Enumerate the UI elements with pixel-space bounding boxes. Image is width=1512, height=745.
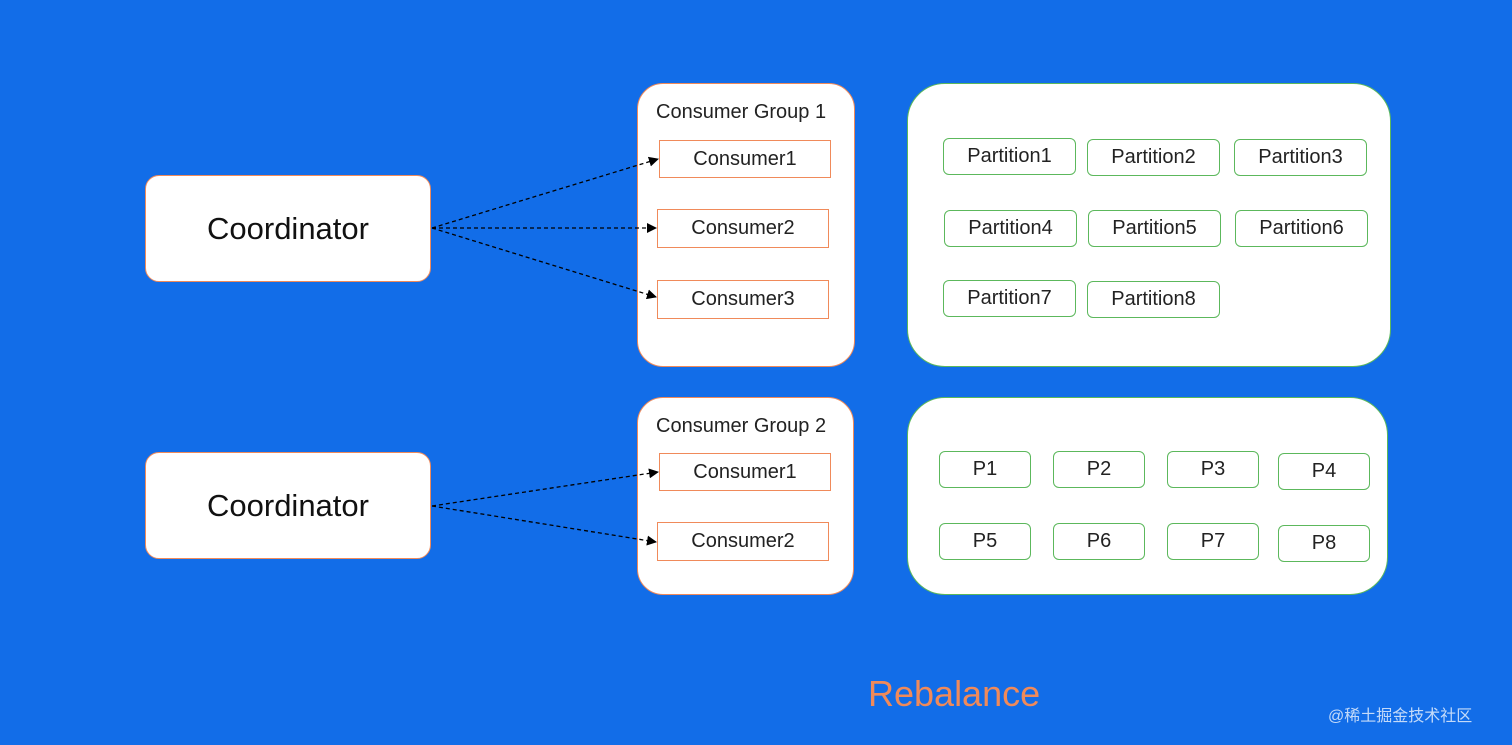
partition-7: Partition7 <box>943 280 1076 317</box>
coordinator-1: Coordinator <box>145 175 431 282</box>
p8: P8 <box>1278 525 1370 562</box>
p7-label: P7 <box>1200 530 1226 552</box>
p1: P1 <box>939 451 1031 488</box>
p4-label: P4 <box>1311 460 1337 482</box>
arrow-coord1-consumer1 <box>431 156 659 229</box>
partition-3-label: Partition3 <box>1258 146 1343 168</box>
p3: P3 <box>1167 451 1259 488</box>
consumer-group-2-title: Consumer Group 2 <box>656 415 827 437</box>
partition-1: Partition1 <box>943 138 1076 175</box>
partition-3: Partition3 <box>1234 139 1367 176</box>
coordinator-2-label: Coordinator <box>207 487 369 523</box>
partition-5-label: Partition5 <box>1112 217 1197 239</box>
partition-1-label: Partition1 <box>967 145 1052 167</box>
group-2-consumer-1: Consumer1 <box>659 453 831 491</box>
p2: P2 <box>1053 451 1145 488</box>
partition-box-2 <box>907 397 1388 595</box>
partition-6: Partition6 <box>1235 210 1368 247</box>
partition-5: Partition5 <box>1088 210 1221 247</box>
arrow-coord2-consumer2 <box>431 505 657 546</box>
group-1-consumer-3: Consumer3 <box>657 280 829 319</box>
partition-8-label: Partition8 <box>1111 288 1196 310</box>
partition-8: Partition8 <box>1087 281 1220 318</box>
p7: P7 <box>1167 523 1259 560</box>
p6: P6 <box>1053 523 1145 560</box>
arrow-coord2-consumer1 <box>431 468 659 507</box>
coordinator-1-label: Coordinator <box>207 210 369 246</box>
partition-4: Partition4 <box>944 210 1077 247</box>
watermark: @稀土掘金技术社区 <box>1328 708 1473 725</box>
group-2-consumer-1-label: Consumer1 <box>693 460 797 483</box>
p8-label: P8 <box>1311 532 1337 554</box>
arrow-coord1-consumer3 <box>431 227 657 300</box>
partition-6-label: Partition6 <box>1259 217 1344 239</box>
partition-4-label: Partition4 <box>968 217 1053 239</box>
p5-label: P5 <box>972 530 998 552</box>
group-1-consumer-2: Consumer2 <box>657 209 829 248</box>
group-1-consumer-1-label: Consumer1 <box>693 147 797 170</box>
coordinator-2: Coordinator <box>145 452 431 559</box>
partition-2: Partition2 <box>1087 139 1220 176</box>
p1-label: P1 <box>972 458 998 480</box>
group-2-consumer-2-label: Consumer2 <box>691 530 795 552</box>
p4: P4 <box>1278 453 1370 490</box>
p5: P5 <box>939 523 1031 560</box>
p6-label: P6 <box>1086 530 1112 552</box>
p3-label: P3 <box>1200 458 1226 480</box>
group-2-consumer-2: Consumer2 <box>657 522 829 561</box>
partition-7-label: Partition7 <box>967 287 1052 309</box>
consumer-group-2 <box>637 397 854 595</box>
group-1-consumer-2-label: Consumer2 <box>691 217 795 239</box>
rebalance-caption: Rebalance <box>868 673 1041 714</box>
group-1-consumer-1: Consumer1 <box>659 140 831 178</box>
p2-label: P2 <box>1086 458 1112 480</box>
group-1-consumer-3-label: Consumer3 <box>691 288 795 310</box>
consumer-group-1-title: Consumer Group 1 <box>656 101 827 123</box>
partition-2-label: Partition2 <box>1111 146 1196 168</box>
